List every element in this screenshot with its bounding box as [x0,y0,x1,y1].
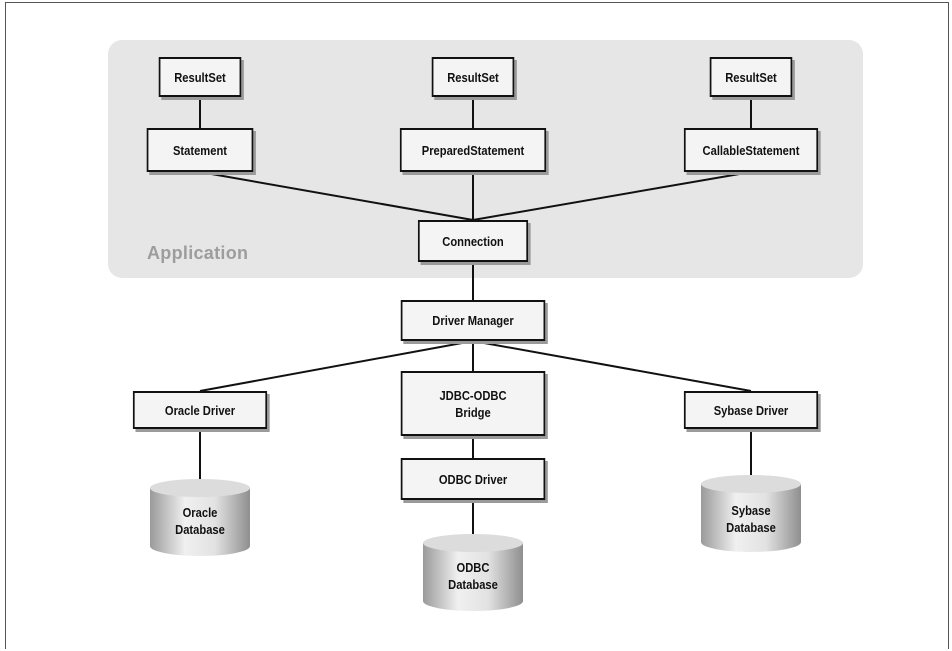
callable-statement-node: CallableStatement [683,128,819,172]
link-statement-connection [199,171,474,221]
oracle-database-cylinder: Oracle Database [148,478,252,558]
resultset-node-2: ResultSet [431,57,515,97]
database-icon [701,475,801,552]
connection-node: Connection [417,220,529,262]
odbc-driver-node: ODBC Driver [400,458,546,500]
oracle-driver-node: Oracle Driver [132,391,268,429]
application-label: Application [147,243,249,263]
database-icon [423,534,523,611]
statement-node: Statement [146,128,254,172]
link-callable-connection [472,171,752,221]
figure-frame [5,2,949,649]
oracle-database-label: Oracle Database [175,505,225,537]
jdbc-odbc-bridge-node: JDBC-ODBC Bridge [400,371,546,436]
odbc-database-label: ODBC Database [448,560,498,592]
link-drivermanager-sybase [472,340,752,392]
resultset-node-3: ResultSet [709,57,793,97]
link-drivermanager-oracle [199,340,474,392]
odbc-database-cylinder: ODBC Database [421,533,525,613]
sybase-driver-node: Sybase Driver [683,391,819,429]
prepared-statement-node: PreparedStatement [399,128,547,172]
driver-manager-node: Driver Manager [400,300,546,341]
resultset-node-1: ResultSet [158,57,242,97]
database-icon [150,479,250,556]
sybase-database-label: Sybase Database [726,503,776,535]
sybase-database-cylinder: Sybase Database [699,474,803,554]
